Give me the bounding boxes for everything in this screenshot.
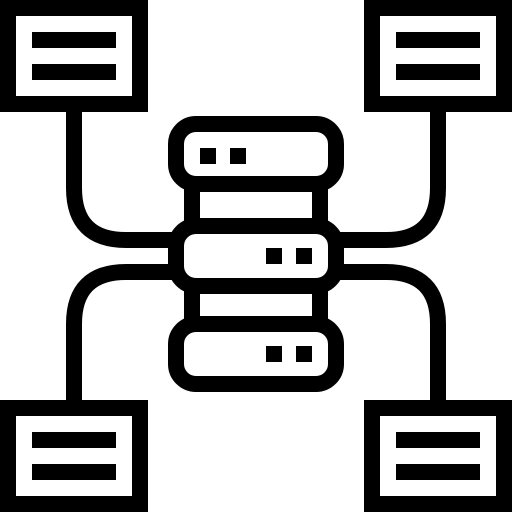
server-unit-top	[168, 116, 344, 192]
server-light	[266, 248, 282, 264]
connector-bottom-left	[66, 264, 176, 400]
server-unit-bottom	[168, 316, 344, 392]
node-bottom-left	[0, 400, 148, 512]
connector-bottom-right	[336, 264, 446, 400]
node-top-left	[0, 0, 148, 112]
node-top-right	[364, 0, 512, 112]
node-bottom-right	[364, 400, 512, 512]
server-light	[296, 346, 312, 362]
connector-top-left	[66, 112, 176, 248]
server-light	[200, 148, 216, 164]
server-unit-middle	[168, 218, 344, 294]
server-light	[296, 248, 312, 264]
server-light	[230, 148, 246, 164]
server-stack	[168, 116, 344, 392]
connector-top-right	[336, 112, 446, 248]
server-light	[266, 346, 282, 362]
